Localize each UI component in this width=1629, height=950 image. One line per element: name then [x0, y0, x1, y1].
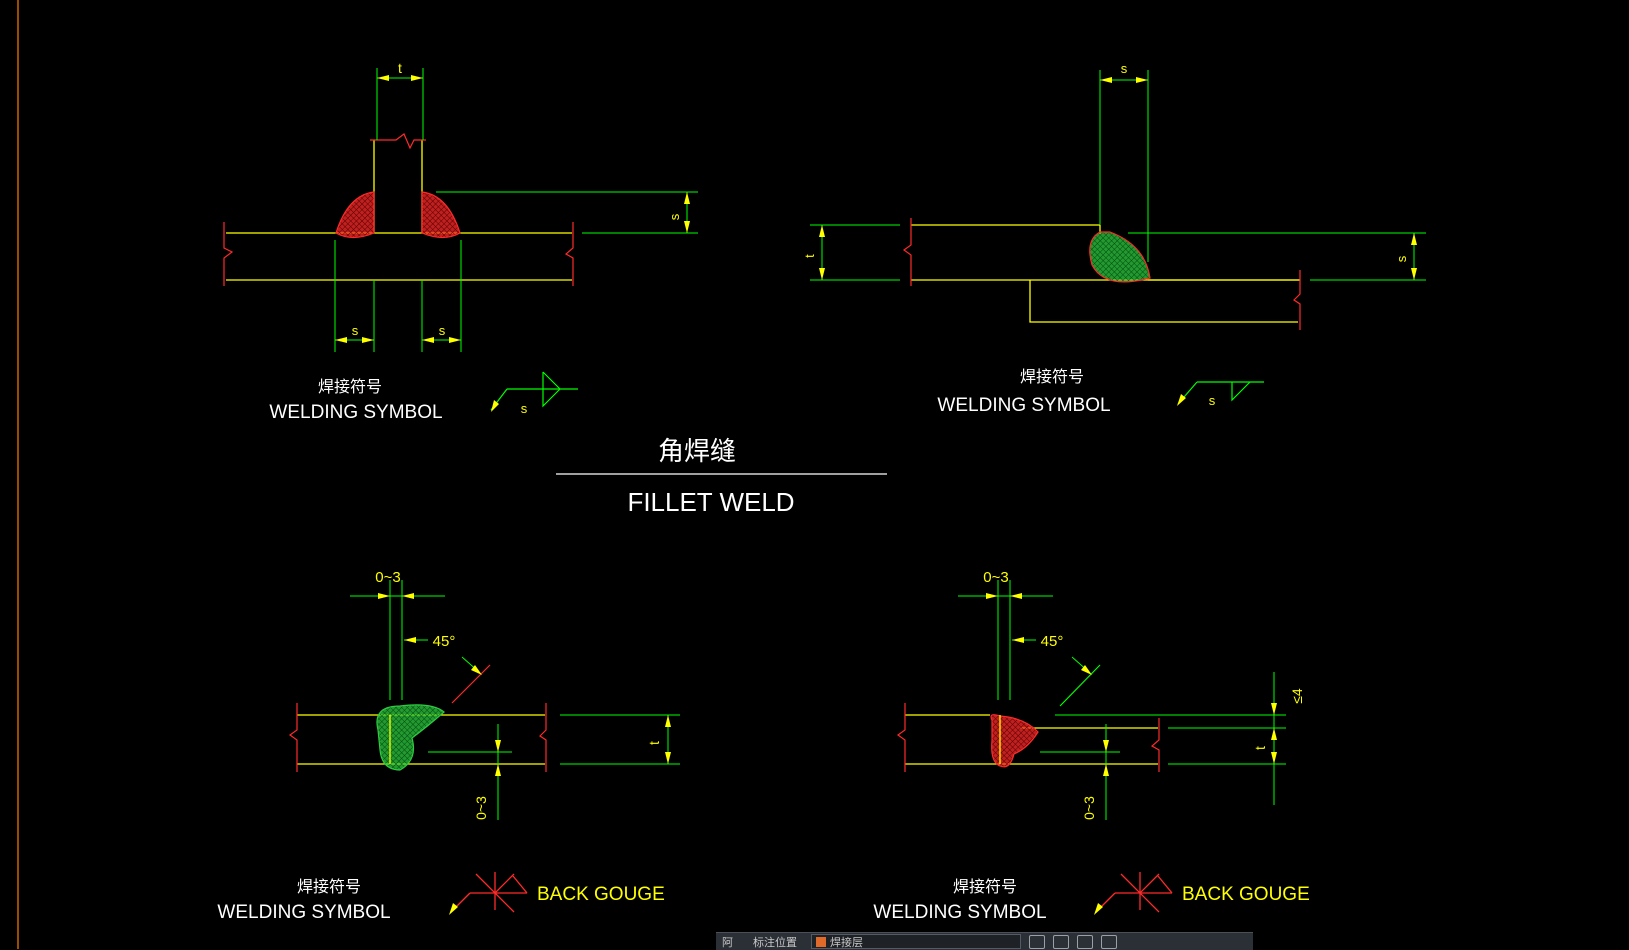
dim-arrow: [404, 637, 416, 643]
dim-arrow: [665, 715, 671, 727]
welding-symbol-fillet-both[interactable]: s: [490, 371, 578, 416]
dim-label-angle: 45°: [1041, 633, 1064, 650]
web-break-line: [370, 133, 426, 150]
dim-label-offset: ≤4: [1289, 688, 1305, 704]
annotation-position-item[interactable]: 标注位置: [753, 935, 797, 949]
break-line-left: [288, 703, 298, 772]
dim-label-root: 0~3: [473, 796, 489, 820]
dim-label-t: t: [1252, 746, 1268, 750]
back-gouge-label: BACK GOUGE: [537, 884, 665, 905]
edit-icon[interactable]: [1029, 934, 1045, 949]
symbol-size-label: s: [521, 401, 528, 416]
dim-label-angle: 45°: [433, 633, 456, 650]
toolbar-item[interactable]: 阿: [722, 935, 733, 949]
dim-arrow: [684, 221, 690, 233]
break-line-left: [902, 218, 912, 286]
welding-symbol-label-en: WELDING SYMBOL: [873, 902, 1046, 923]
dim-arrow: [1271, 728, 1277, 740]
welding-symbol-back-gouge[interactable]: BACK GOUGE: [1094, 872, 1310, 915]
dim-arrow: [1136, 77, 1148, 83]
dim-arrow: [1100, 77, 1112, 83]
break-line-right: [564, 222, 574, 286]
layer-dropdown[interactable]: 焊接层: [811, 934, 1021, 949]
break-line-right: [539, 703, 547, 772]
break-line-left: [223, 222, 234, 286]
dim-arrow: [1271, 703, 1277, 715]
dim-label-s: s: [1394, 255, 1409, 262]
dim-arrow: [1010, 593, 1022, 599]
welding-symbol-fillet-arrow-side[interactable]: s: [1177, 381, 1264, 408]
dim-label-t: t: [646, 741, 662, 745]
dim-arrow: [402, 593, 414, 599]
dim-arrow: [1081, 665, 1092, 675]
move-icon[interactable]: [1053, 934, 1069, 949]
dim-arrow: [362, 337, 374, 343]
welding-symbol-label-cn: 焊接符号: [953, 877, 1017, 896]
panel-bottom-right[interactable]: 0~3 45° 0~3 t ≤4 焊接符号 WELDING SYMBOL: [873, 569, 1309, 923]
dim-arrow: [684, 192, 690, 204]
panel-bottom-left[interactable]: 0~3 45° 0~3 t 焊接符号 WELDING SYMBOL: [217, 569, 680, 923]
panel-top-left[interactable]: t s s s 焊接符号 WELDING SYMBOL s: [223, 60, 698, 423]
bevel-line: [1059, 664, 1101, 707]
welding-symbol-label-en: WELDING SYMBOL: [269, 402, 442, 423]
dim-label-root: 0~3: [1081, 796, 1097, 820]
dim-label-s: s: [1121, 61, 1128, 76]
welding-symbol-label-cn: 焊接符号: [297, 877, 361, 896]
dim-arrow: [665, 752, 671, 764]
layer-color-swatch: [816, 936, 826, 947]
dim-arrow: [495, 764, 501, 776]
plate-lower-flange: [1029, 280, 1298, 323]
welding-symbol-back-gouge[interactable]: BACK GOUGE: [449, 872, 665, 915]
dim-arrow: [422, 337, 434, 343]
groove-weld: [376, 704, 445, 771]
fillet-weld-left: [335, 191, 375, 239]
welding-symbol-label-cn: 焊接符号: [1020, 367, 1084, 386]
welding-symbol-label-cn: 焊接符号: [318, 377, 382, 396]
dim-label-t: t: [802, 254, 817, 258]
groove-weld: [990, 714, 1039, 768]
dim-arrow: [1012, 637, 1024, 643]
dim-arrow: [378, 593, 390, 599]
dim-label-gap: 0~3: [983, 569, 1008, 586]
welding-symbol-label-en: WELDING SYMBOL: [937, 395, 1110, 416]
dim-arrow: [335, 337, 347, 343]
break-line-left: [896, 703, 906, 772]
symbol-size-label: s: [1209, 393, 1216, 408]
dim-arrow: [495, 740, 501, 752]
copy-icon[interactable]: [1077, 934, 1093, 949]
layer-name: 焊接层: [830, 935, 863, 949]
welding-symbol-label-en: WELDING SYMBOL: [217, 902, 390, 923]
dim-arrow: [411, 75, 423, 81]
dim-label-gap: 0~3: [375, 569, 400, 586]
bevel-line: [451, 664, 491, 704]
fillet-weld: [1089, 231, 1151, 283]
dim-arrow: [471, 665, 482, 675]
panel-top-right[interactable]: s t s 焊接符号 WELDING SYMBOL s: [802, 61, 1426, 416]
dim-label-s: s: [439, 323, 446, 338]
back-gouge-label: BACK GOUGE: [1182, 884, 1310, 905]
title-english: FILLET WELD: [627, 487, 794, 517]
drawing-title: 角焊缝 FILLET WELD: [556, 437, 887, 517]
break-line-right: [1150, 718, 1160, 772]
dim-arrow: [819, 225, 825, 237]
dim-label-s: s: [352, 323, 359, 338]
fillet-weld-right: [421, 191, 461, 239]
layers-icon[interactable]: [1101, 934, 1117, 949]
title-chinese: 角焊缝: [658, 437, 736, 467]
status-toolbar[interactable]: 阿 标注位置 焊接层: [716, 932, 1253, 950]
dim-arrow: [1103, 764, 1109, 776]
break-line-right: [1293, 270, 1301, 330]
dim-arrow: [377, 75, 389, 81]
dim-label-t: t: [398, 60, 402, 76]
dim-arrow: [1411, 268, 1417, 280]
dim-arrow: [986, 593, 998, 599]
dim-label-s: s: [667, 213, 682, 220]
dim-arrow: [1103, 740, 1109, 752]
dim-arrow: [449, 337, 461, 343]
dim-arrow: [1271, 752, 1277, 764]
dim-arrow: [1411, 233, 1417, 245]
dim-arrow: [819, 268, 825, 280]
